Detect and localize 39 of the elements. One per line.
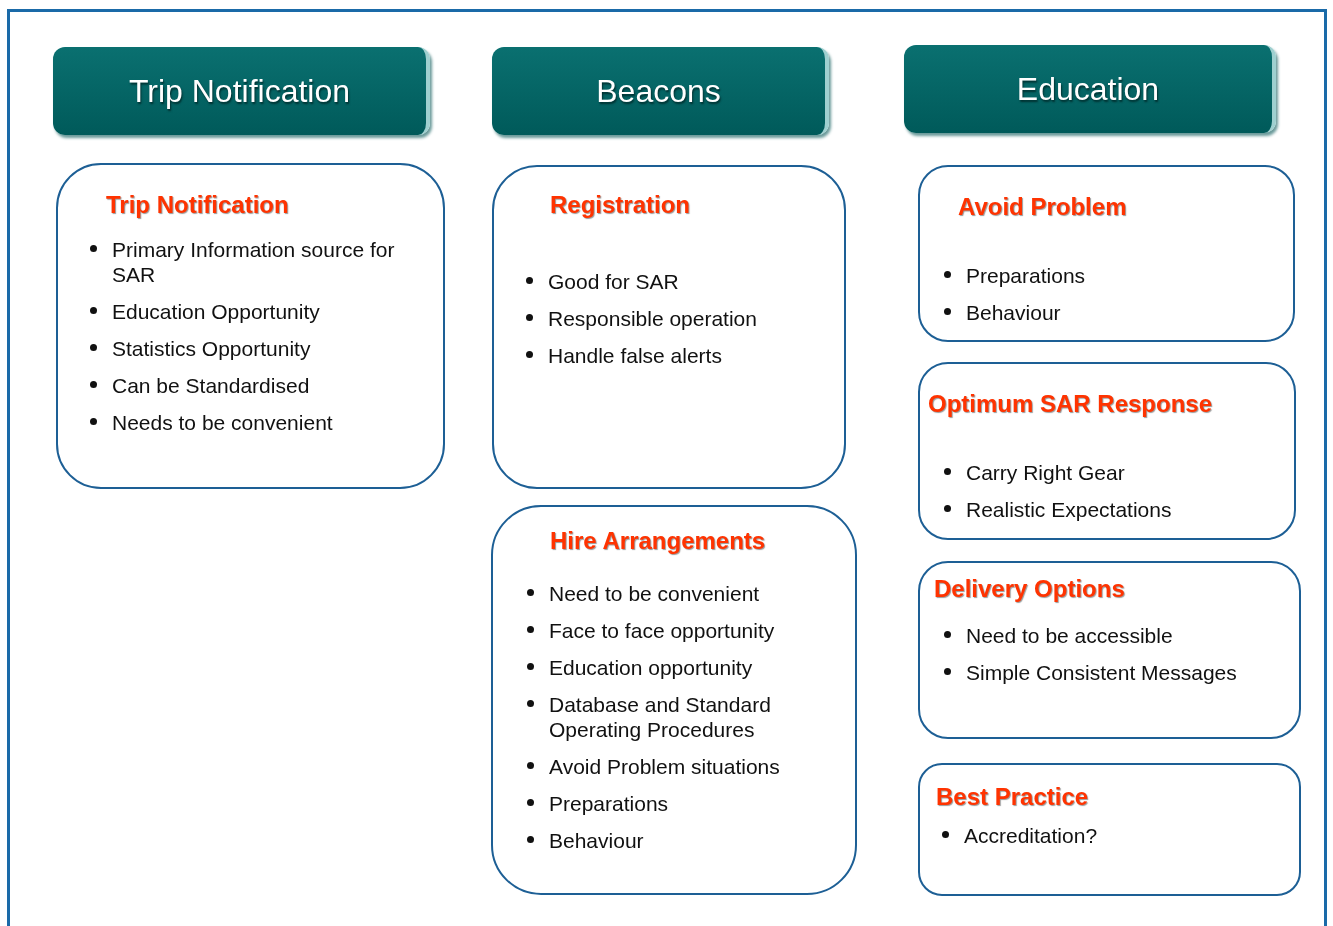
rounded-card xyxy=(492,165,846,489)
bullet-item: Good for SAR xyxy=(548,270,679,293)
bullet-item: Simple Consistent Messages xyxy=(966,661,1237,684)
bullet-item: Education opportunity xyxy=(549,656,753,679)
card-heading: Registration xyxy=(550,191,690,219)
bullet-item: Carry Right Gear xyxy=(966,461,1125,484)
card-heading: Avoid Problem xyxy=(958,193,1127,221)
bullet-item: Face to face opportunity xyxy=(549,619,775,642)
rounded-card xyxy=(56,163,445,489)
bullet-item: Education Opportunity xyxy=(112,300,320,323)
bullet-item: Realistic Expectations xyxy=(966,498,1172,521)
bullet-item: Avoid Problem situations xyxy=(549,755,780,778)
section-header-band: Trip Notification xyxy=(53,47,430,135)
section-header-band: Beacons xyxy=(492,47,829,135)
bullet-item: Primary Information source for SAR xyxy=(112,238,395,286)
card-heading: Trip Notification xyxy=(106,191,289,219)
bullet-item: Handle false alerts xyxy=(548,344,722,367)
bullet-item: Preparations xyxy=(549,792,669,815)
card-heading: Optimum SAR Response xyxy=(928,390,1213,418)
bullet-item: Can be Standardised xyxy=(112,374,310,397)
bullet-item: Statistics Opportunity xyxy=(112,337,311,360)
card-heading: Hire Arrangements xyxy=(550,527,766,555)
bullet-item: Needs to be convenient xyxy=(112,411,333,434)
bullet-item: Behaviour xyxy=(966,301,1061,324)
bullet-item: Database and Standard Operating Procedures xyxy=(549,693,771,741)
rounded-card xyxy=(918,165,1295,342)
bullet-item: Need to be convenient xyxy=(549,582,760,605)
bullet-item: Behaviour xyxy=(549,829,644,852)
rounded-card xyxy=(918,561,1301,739)
rounded-card xyxy=(918,362,1296,540)
bullet-item: Responsible operation xyxy=(548,307,757,330)
section-header-band: Education xyxy=(904,45,1276,133)
card-heading: Delivery Options xyxy=(934,575,1125,603)
bullet-item: Accreditation? xyxy=(964,824,1098,847)
bullet-item: Need to be accessible xyxy=(966,624,1173,647)
bullet-item: Preparations xyxy=(966,264,1086,287)
card-heading: Best Practice xyxy=(936,783,1089,811)
rounded-card xyxy=(491,505,857,895)
rounded-card xyxy=(918,763,1301,896)
